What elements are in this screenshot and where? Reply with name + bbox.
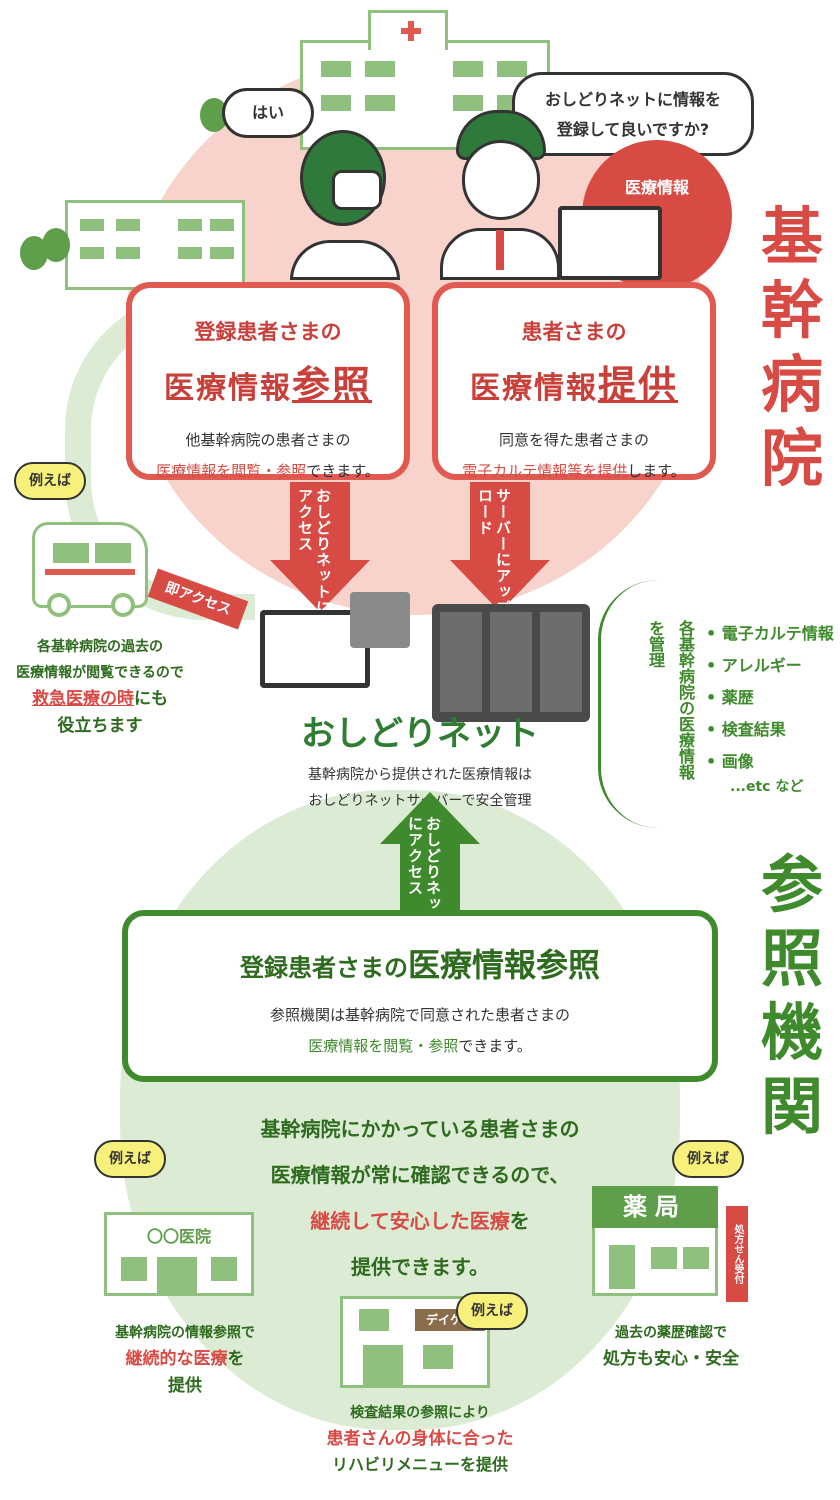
box-right-desc2: 電子カルテ情報等を提供します。 xyxy=(462,462,686,480)
list-item: • 検査結果 xyxy=(706,720,786,739)
tree-icon xyxy=(42,228,70,262)
prescription-sign: 処方せん受付 xyxy=(726,1206,748,1302)
nurse-illustration xyxy=(290,130,400,280)
list-item: • アレルギー xyxy=(706,656,802,675)
example-badge: 例えば xyxy=(14,462,86,500)
ambulance-illustration xyxy=(32,522,148,617)
nurse-speech-bubble: はい xyxy=(222,88,314,138)
doctor-speech-line1: おしどりネットに情報を xyxy=(544,90,721,109)
xray-icon xyxy=(350,592,410,648)
upload-arrow-down: サーバーにアップロード xyxy=(450,482,550,622)
clinic-sign: 〇〇医院 xyxy=(146,1227,211,1246)
example-badge: 例えば xyxy=(672,1140,744,1178)
patient-info-provide-box: 患者さまの 医療情報提供 同意を得た患者さまの 電子カルテ情報等を提供します。 xyxy=(432,282,716,480)
medical-info-label: 医療情報 xyxy=(624,178,689,197)
monitor-icon xyxy=(558,206,662,280)
box-left-heading: 医療情報参照 xyxy=(163,363,372,407)
box-left-desc1: 他基幹病院の患者さまの xyxy=(185,431,351,449)
box-left-desc2: 医療情報を閲覧・参照できます。 xyxy=(156,462,380,480)
managed-info-etc: ...etc など xyxy=(730,779,804,795)
red-cross-icon xyxy=(401,21,421,41)
oshidori-net-logo: おしどりネット xyxy=(301,714,539,754)
reference-org-title: 参照機関 xyxy=(760,848,823,1143)
daycare-caption: 検査結果の参照により 患者さんの身体に合った リハビリメニューを提供 xyxy=(326,1405,514,1474)
doctor-speech-bubble: おしどりネットに情報を 登録して良いですか? xyxy=(512,72,754,156)
medical-info-badge: 医療情報 xyxy=(558,140,732,290)
core-hospital-title: 基幹病院 xyxy=(760,200,823,495)
managed-info-brace xyxy=(598,580,698,828)
box-right-heading: 医療情報提供 xyxy=(469,363,678,407)
left-hospital-illustration xyxy=(65,200,245,290)
benefit-text: 基幹病院にかかっている患者さまの 医療情報が常に確認できるので、 継続して安心し… xyxy=(260,1117,580,1279)
clinic-illustration: 〇〇医院 xyxy=(104,1212,254,1296)
pharmacy-illustration: 薬局 xyxy=(592,1186,718,1296)
list-item: • 電子カルテ情報 xyxy=(706,624,834,643)
clinic-caption: 基幹病院の情報参照で 継続的な医療を 提供 xyxy=(115,1325,255,1396)
reference-org-box: 登録患者さまの医療情報参照 参照機関は基幹病院で同意された患者さまの 医療情報を… xyxy=(122,910,718,1082)
ambulance-caption: 各基幹病院の過去の 医療情報が閲覧できるので 救急医療の時にも 役立ちます xyxy=(16,639,184,736)
box-left-line1: 登録患者さまの xyxy=(194,320,342,344)
managed-info-vertical-label: 各基幹病院の医療情報を管理 xyxy=(646,620,695,780)
managed-info-list: • 電子カルテ情報 • アレルギー • 薬歴 • 検査結果 • 画像 xyxy=(706,618,834,778)
doctor-illustration xyxy=(440,110,560,280)
doctor-speech-line2: 登録して良いですか? xyxy=(556,120,710,139)
list-item: • 薬歴 xyxy=(706,688,754,707)
box-right-desc1: 同意を得た患者さまの xyxy=(498,431,649,449)
list-item: • 画像 xyxy=(706,752,754,771)
green-box-desc1: 参照機関は基幹病院で同意された患者さまの xyxy=(269,1006,570,1024)
patient-info-reference-box: 登録患者さまの 医療情報参照 他基幹病院の患者さまの 医療情報を閲覧・参照できま… xyxy=(126,282,410,480)
green-box-heading: 登録患者さまの医療情報参照 xyxy=(239,946,600,984)
green-box-desc2: 医療情報を閲覧・参照できます。 xyxy=(308,1037,532,1055)
box-right-line1: 患者さまの xyxy=(521,320,627,344)
pharmacy-caption: 過去の薬歴確認で 処方も安心・安全 xyxy=(603,1325,739,1369)
example-badge: 例えば xyxy=(94,1140,166,1178)
hospital-tower xyxy=(368,10,448,50)
pharmacy-sign: 薬局 xyxy=(592,1186,718,1228)
server-icon xyxy=(432,604,590,722)
example-badge: 例えば xyxy=(456,1292,528,1330)
